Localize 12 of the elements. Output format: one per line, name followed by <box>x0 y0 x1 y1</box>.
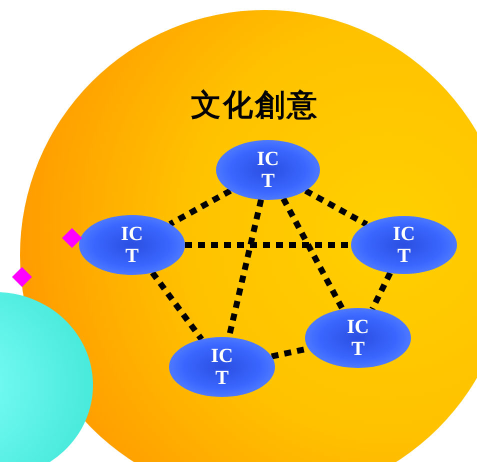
dotted-connector <box>304 188 368 228</box>
node-label: IC T <box>256 148 280 192</box>
node-label: IC T <box>392 223 416 267</box>
dotted-connector <box>150 270 204 342</box>
dotted-connector <box>280 197 346 311</box>
title-text: 文化創意 <box>190 87 320 125</box>
node-label: IC T <box>120 223 144 267</box>
node-label: IC T <box>210 345 234 389</box>
dotted-connector <box>185 242 351 248</box>
node-label: IC T <box>346 316 370 360</box>
dotted-connector <box>168 188 232 227</box>
dotted-connector <box>370 272 393 310</box>
